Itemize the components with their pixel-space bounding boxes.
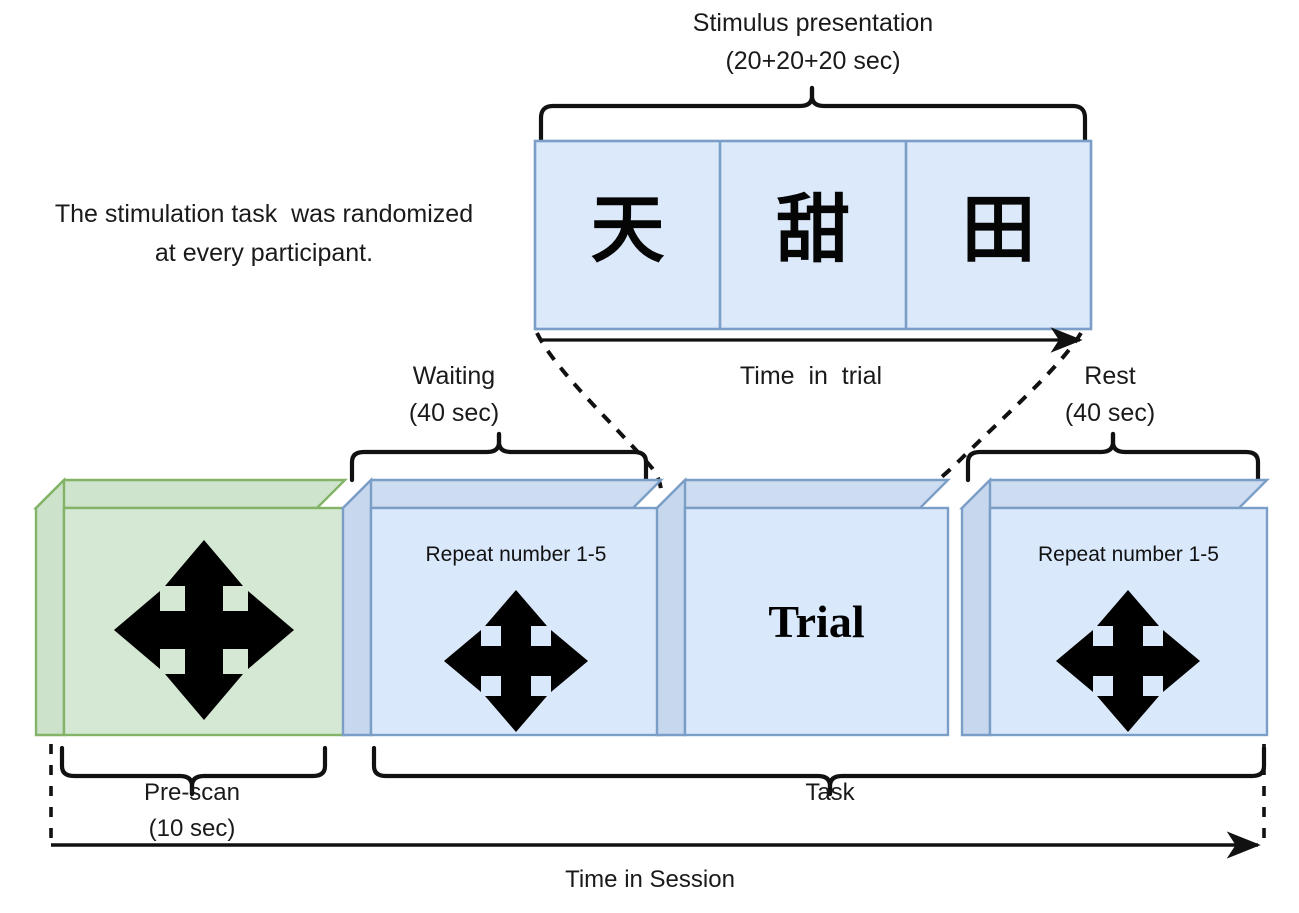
waiting-duration: (40 sec): [408, 399, 500, 427]
stimulus-char-2: 甜: [776, 187, 850, 273]
rest-label: Rest: [1084, 362, 1136, 390]
prescan-label: Pre-scan: [143, 779, 241, 806]
stimulus-presentation-box: [533, 139, 1093, 331]
prescan-brace: [59, 745, 328, 797]
dashed-connector-left: [535, 332, 663, 490]
waiting-label: Waiting: [412, 362, 496, 390]
stimulus-char-3: 田: [961, 187, 1036, 273]
move-arrow-icon-prescan: [114, 540, 294, 720]
rest-duration: (40 sec): [1064, 399, 1156, 427]
prescan-duration: (10 sec): [148, 815, 236, 842]
session-timeline-guides: [49, 744, 1266, 848]
move-arrow-icon-waiting: [444, 590, 588, 732]
stimulus-title-line2: (20+20+20 sec): [725, 47, 901, 75]
trial-label: Trial: [768, 596, 865, 647]
rest-repeat-label: Repeat number 1-5: [1038, 543, 1219, 566]
time-in-trial-label: Time in trial: [739, 362, 883, 390]
trial-box-3d: [654, 477, 951, 737]
randomization-note-line2: at every participant.: [154, 239, 374, 267]
dashed-connector-right: [932, 331, 1083, 486]
randomization-note-line1: The stimulation task was randomized: [54, 200, 474, 228]
rest-brace: [965, 431, 1261, 483]
time-in-session-label: Time in Session: [565, 866, 735, 893]
stimulus-title-line1: Stimulus presentation: [692, 9, 934, 37]
task-label: Task: [805, 779, 855, 806]
waiting-brace: [349, 431, 649, 483]
move-arrow-icon-rest: [1056, 590, 1200, 732]
stimulus-char-1: 天: [590, 187, 665, 273]
stimulus-brace: [538, 85, 1088, 144]
waiting-repeat-label: Repeat number 1-5: [425, 543, 607, 566]
